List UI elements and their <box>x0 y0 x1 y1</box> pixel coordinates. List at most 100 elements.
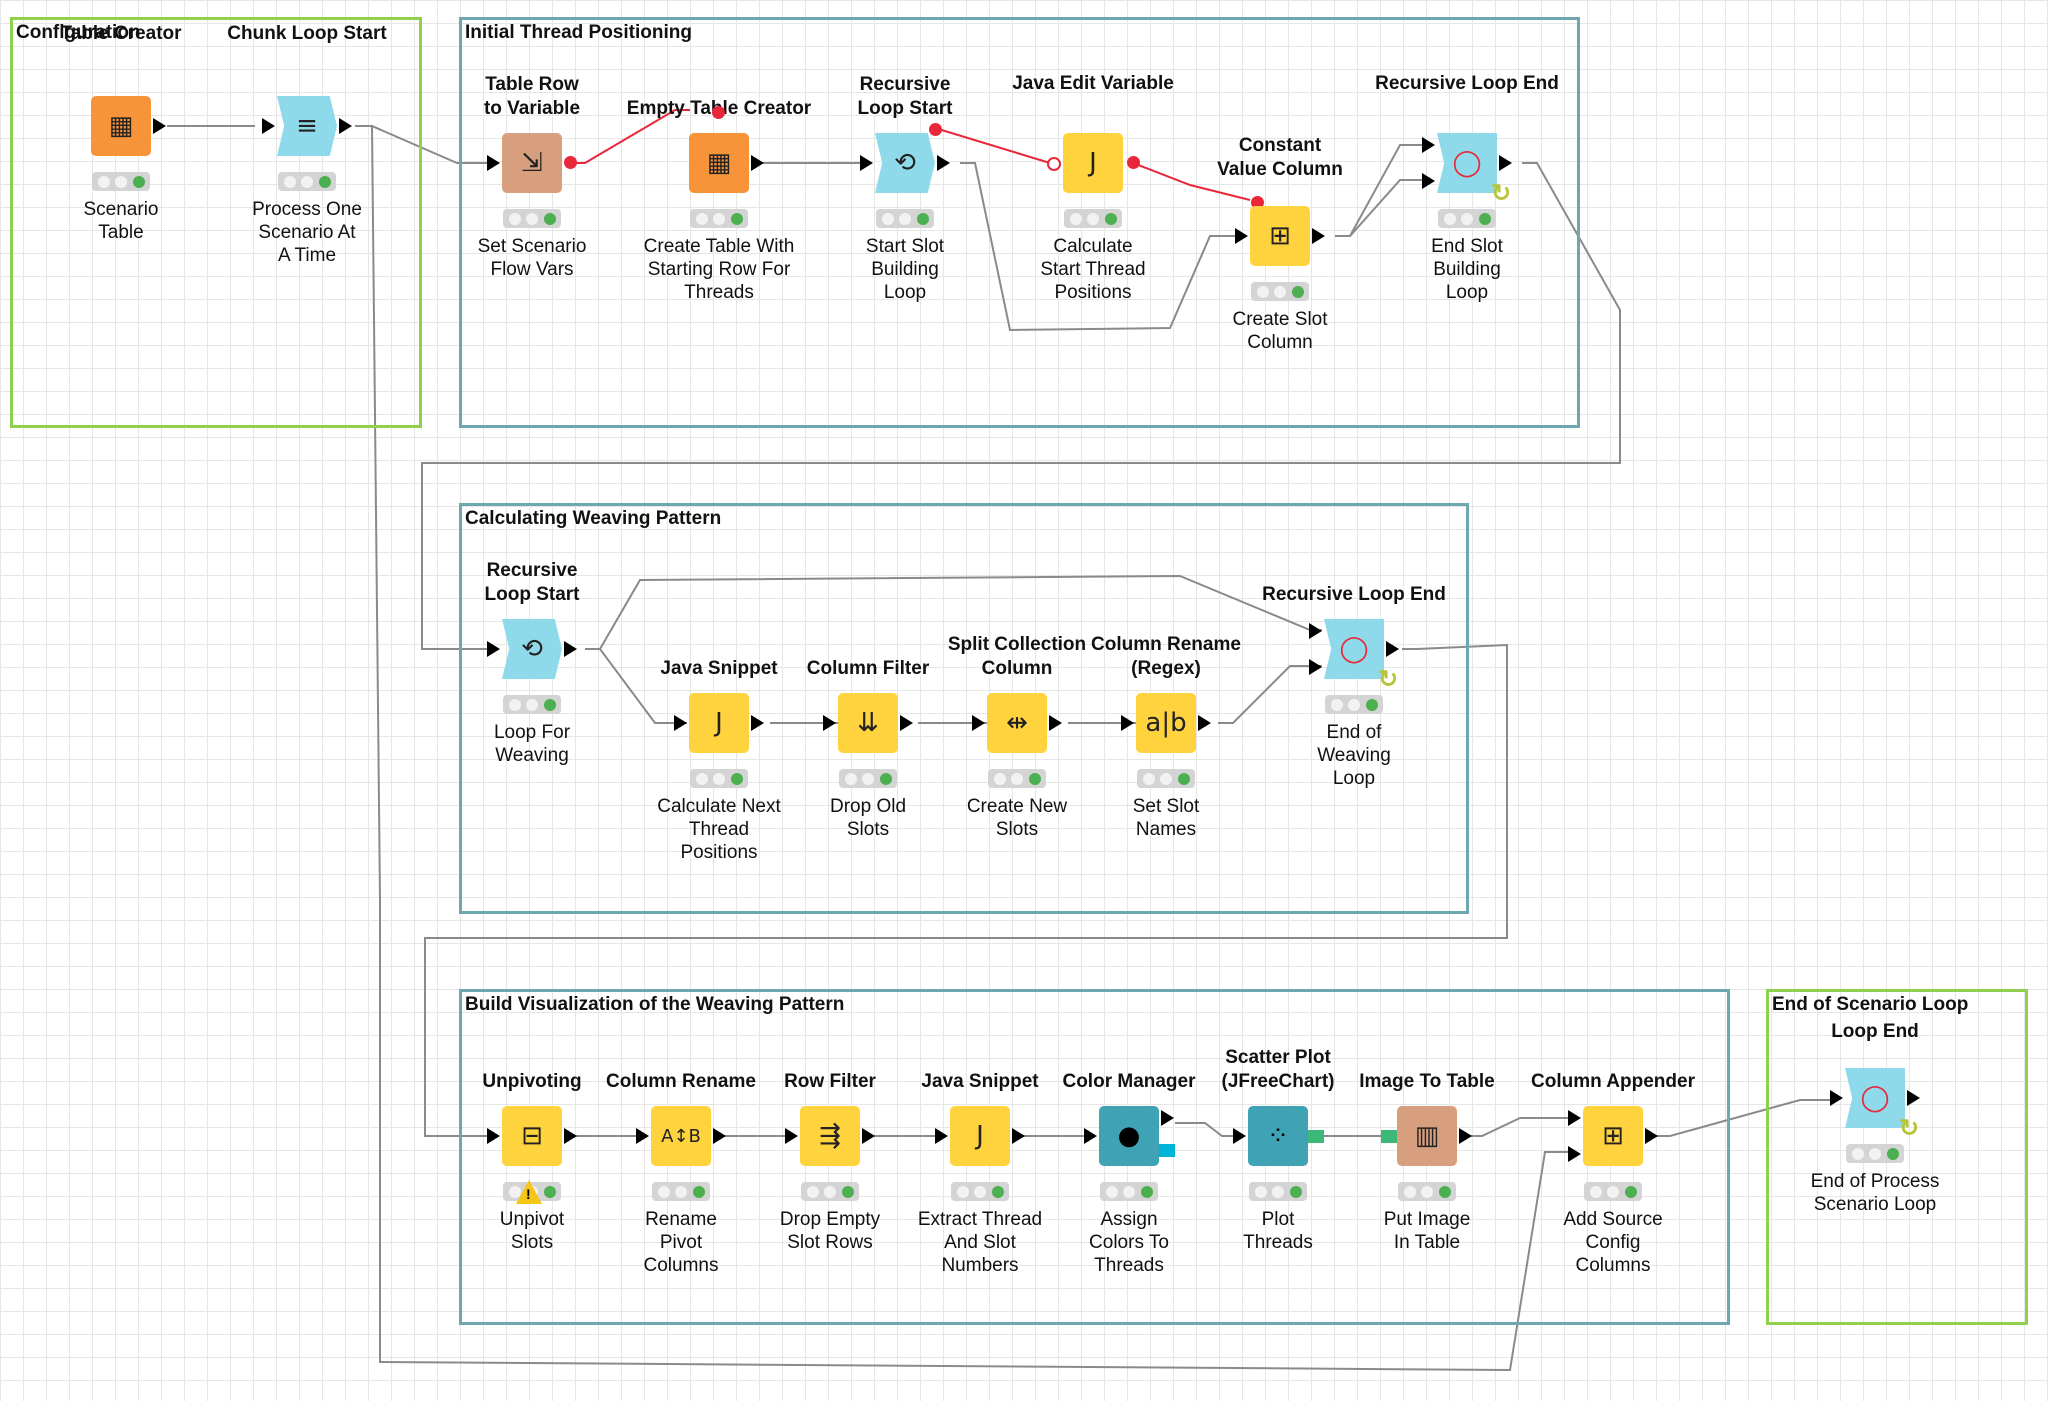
node-title: Scatter Plot (JFreeChart) <box>1221 1047 1335 1092</box>
annotation-title: Build Visualization of the Weaving Patte… <box>465 994 845 1015</box>
input-port[interactable] <box>972 715 985 731</box>
input-port[interactable] <box>823 715 836 731</box>
column-rename-icon[interactable]: A↕B <box>651 1106 711 1166</box>
table-plus-icon[interactable]: ▦ <box>689 133 749 193</box>
loop-end-icon[interactable]: ◯ <box>1845 1068 1905 1128</box>
input-port[interactable] <box>785 1128 798 1144</box>
image-port[interactable] <box>1308 1130 1324 1143</box>
node-status-lights <box>503 209 561 228</box>
node-label: Drop Empty Slot Rows <box>779 1209 881 1253</box>
node-label: End of Weaving Loop <box>1317 722 1391 789</box>
input-port[interactable] <box>636 1128 649 1144</box>
column-rename-regex-icon[interactable]: a|b <box>1136 693 1196 753</box>
connection <box>424 643 1508 1137</box>
flow-variable-port[interactable] <box>1127 156 1140 169</box>
output-port[interactable] <box>900 715 913 731</box>
flow-variable-input-port[interactable] <box>1047 157 1061 171</box>
node-label: End Slot Building Loop <box>1431 236 1503 303</box>
node-label: Process One Scenario At A Time <box>252 199 362 266</box>
node-status-lights <box>1584 1182 1642 1201</box>
connection <box>1467 1117 1568 1137</box>
java-variable-icon[interactable]: J <box>1063 133 1123 193</box>
output-port[interactable] <box>862 1128 875 1144</box>
node-label: Plot Threads <box>1243 1209 1313 1253</box>
input-port[interactable] <box>674 715 687 731</box>
recursive-loop-start-icon[interactable]: ⟲ <box>875 133 935 193</box>
connection <box>1335 179 1424 237</box>
output-port[interactable] <box>1049 715 1062 731</box>
output-port[interactable] <box>1459 1128 1472 1144</box>
input-port[interactable] <box>1235 228 1248 244</box>
output-port[interactable] <box>564 1128 577 1144</box>
input-port[interactable] <box>1830 1090 1843 1106</box>
flow-variable-port[interactable] <box>712 106 725 119</box>
input-port[interactable] <box>1422 137 1435 153</box>
output-port[interactable] <box>564 641 577 657</box>
output-port[interactable] <box>1198 715 1211 731</box>
column-filter-icon[interactable]: ⇊ <box>838 693 898 753</box>
recursive-loop-end-icon[interactable]: ◯ <box>1437 133 1497 193</box>
color-model-port[interactable] <box>1159 1144 1175 1157</box>
input-port[interactable] <box>1084 1128 1097 1144</box>
input-port[interactable] <box>1309 659 1322 675</box>
node-status-lights <box>278 172 336 191</box>
image-to-table-icon[interactable]: ▥ <box>1397 1106 1457 1166</box>
recursive-loop-end-icon[interactable]: ◯ <box>1324 619 1384 679</box>
input-port[interactable] <box>1422 173 1435 189</box>
unpivot-icon[interactable]: ⊟ <box>502 1106 562 1166</box>
output-port[interactable] <box>751 155 764 171</box>
output-port[interactable] <box>339 118 352 134</box>
input-port[interactable] <box>1309 623 1322 639</box>
node-status-lights <box>1438 209 1496 228</box>
image-input-port[interactable] <box>1381 1130 1397 1143</box>
input-port[interactable] <box>487 155 500 171</box>
node-title: Color Manager <box>1062 1071 1196 1092</box>
output-port[interactable] <box>1161 1110 1174 1126</box>
output-port[interactable] <box>1499 155 1512 171</box>
output-port[interactable] <box>937 155 950 171</box>
node-label: Assign Colors To Threads <box>1089 1209 1169 1276</box>
flow-variable-connection <box>570 109 690 164</box>
node-status-lights <box>1846 1144 1904 1163</box>
output-port[interactable] <box>1645 1128 1658 1144</box>
java-snippet-icon[interactable]: J <box>689 693 749 753</box>
annotation-title: Configuration <box>16 22 141 43</box>
annotation-calculating-weaving-pattern: Calculating Weaving Pattern <box>459 503 1469 914</box>
output-port[interactable] <box>153 118 166 134</box>
input-port[interactable] <box>1233 1128 1246 1144</box>
node-label: Unpivot Slots <box>499 1209 565 1253</box>
output-port[interactable] <box>713 1128 726 1144</box>
output-port[interactable] <box>1907 1090 1920 1106</box>
output-port[interactable] <box>1386 641 1399 657</box>
annotation-title: Initial Thread Positioning <box>465 22 692 43</box>
node-title: Table Row to Variable <box>483 74 581 119</box>
input-port[interactable] <box>860 155 873 171</box>
scatter-plot-icon[interactable]: ⁘ <box>1248 1106 1308 1166</box>
input-port[interactable] <box>487 641 500 657</box>
input-port[interactable] <box>1568 1110 1581 1126</box>
row-filter-icon[interactable]: ⇶ <box>800 1106 860 1166</box>
row-to-variable-icon[interactable]: ⇲ <box>502 133 562 193</box>
table-plus-icon[interactable]: ▦ <box>91 96 151 156</box>
flow-variable-port[interactable] <box>1251 196 1264 209</box>
recursive-loop-start-icon[interactable]: ⟲ <box>502 619 562 679</box>
annotation-build-visualization: Build Visualization of the Weaving Patte… <box>459 989 1730 1325</box>
input-port[interactable] <box>487 1128 500 1144</box>
output-port[interactable] <box>751 715 764 731</box>
flow-variable-port[interactable] <box>564 156 577 169</box>
split-column-icon[interactable]: ⇹ <box>987 693 1047 753</box>
chunk-loop-icon[interactable]: ≡ <box>277 96 337 156</box>
output-port[interactable] <box>1012 1128 1025 1144</box>
java-snippet-icon[interactable]: J <box>950 1106 1010 1166</box>
constant-column-icon[interactable]: ⊞ <box>1250 206 1310 266</box>
output-port[interactable] <box>1312 228 1325 244</box>
warning-icon[interactable]: ! <box>516 1180 542 1204</box>
flow-variable-port[interactable] <box>929 123 942 136</box>
color-drop-icon[interactable]: ● <box>1099 1106 1159 1166</box>
node-status-lights <box>1251 282 1309 301</box>
input-port[interactable] <box>1121 715 1134 731</box>
input-port[interactable] <box>262 118 275 134</box>
input-port[interactable] <box>935 1128 948 1144</box>
input-port[interactable] <box>1568 1146 1581 1162</box>
column-appender-icon[interactable]: ⊞ <box>1583 1106 1643 1166</box>
